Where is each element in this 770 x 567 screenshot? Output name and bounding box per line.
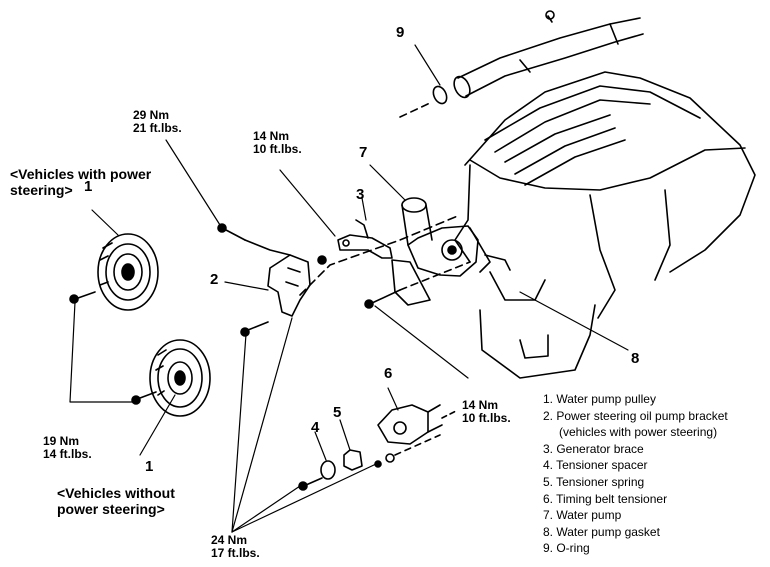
legend-item: 4. Tensioner spacer (543, 458, 648, 473)
callout-9: 9 (396, 24, 405, 41)
legend-item: 1. Water pump pulley (543, 392, 656, 406)
callout-8: 8 (631, 350, 640, 367)
legend-item: 8. Water pump gasket (543, 524, 660, 539)
group-label-with-power-steering: <Vehicles with power steering> (10, 166, 151, 198)
legend-item: 9. O-ring (543, 541, 590, 556)
callout-4: 4 (311, 419, 320, 436)
torque-value-ft: 21 ft.lbs. (133, 121, 182, 135)
torque-14nm-lower: 14 Nm 10 ft.lbs. (462, 399, 511, 425)
pulley-without-power-steering (149, 339, 211, 417)
group-label-line: steering> (10, 182, 73, 198)
torque-value-nm: 29 Nm (133, 108, 170, 122)
torque-29nm: 29 Nm 21 ft.lbs. (133, 109, 182, 135)
torque-value-nm: 14 Nm (462, 398, 499, 412)
group-label-line: <Vehicles without (57, 485, 175, 501)
pulley-with-power-steering (97, 233, 159, 311)
water-pipe (453, 10, 644, 99)
torque-value-nm: 24 Nm (211, 533, 248, 547)
callout-3: 3 (356, 186, 365, 203)
group-label-line: power steering> (57, 501, 165, 517)
torque-value-nm: 14 Nm (253, 129, 290, 143)
torque-value-ft: 17 ft.lbs. (211, 546, 260, 560)
tensioner-spring (343, 449, 363, 471)
legend-item: 7. Water pump (543, 508, 622, 523)
legend-item: 5. Tensioner spring (543, 474, 645, 489)
torque-value-ft: 14 ft.lbs. (43, 447, 92, 461)
callout-7: 7 (359, 144, 368, 161)
callout-6: 6 (384, 365, 393, 382)
torque-value-ft: 10 ft.lbs. (462, 411, 511, 425)
tensioner-spacer (320, 460, 336, 480)
group-label-line: <Vehicles with power (10, 166, 152, 182)
callout-2: 2 (210, 271, 219, 288)
legend-item: 3. Generator brace (543, 441, 644, 456)
power-steering-bracket (244, 239, 311, 317)
torque-14nm-upper: 14 Nm 10 ft.lbs. (253, 130, 302, 156)
torque-19nm: 19 Nm 14 ft.lbs. (43, 435, 92, 461)
legend-item: 2. Power steering oil pump bracket (543, 408, 728, 423)
o-ring (432, 85, 448, 105)
generator-brace (337, 219, 393, 259)
group-label-without-power-steering: <Vehicles without power steering> (57, 485, 175, 517)
water-pump-gasket (391, 259, 431, 306)
torque-24nm: 24 Nm 17 ft.lbs. (211, 534, 260, 560)
engine-block (454, 71, 756, 379)
timing-belt-tensioner (377, 404, 443, 445)
leader-lines (69, 44, 629, 533)
water-pump (401, 197, 491, 277)
torque-value-nm: 19 Nm (43, 434, 80, 448)
callout-5: 5 (333, 404, 342, 421)
callout-1-without-ps: 1 (145, 458, 154, 475)
legend-item: 6. Timing belt tensioner (543, 491, 668, 506)
callout-1-with-ps: 1 (84, 178, 93, 195)
parts-legend: 1. Water pump pulley 2. Power steering o… (543, 391, 728, 557)
torque-value-ft: 10 ft.lbs. (253, 142, 302, 156)
legend-item: (vehicles with power steering) (559, 425, 718, 440)
